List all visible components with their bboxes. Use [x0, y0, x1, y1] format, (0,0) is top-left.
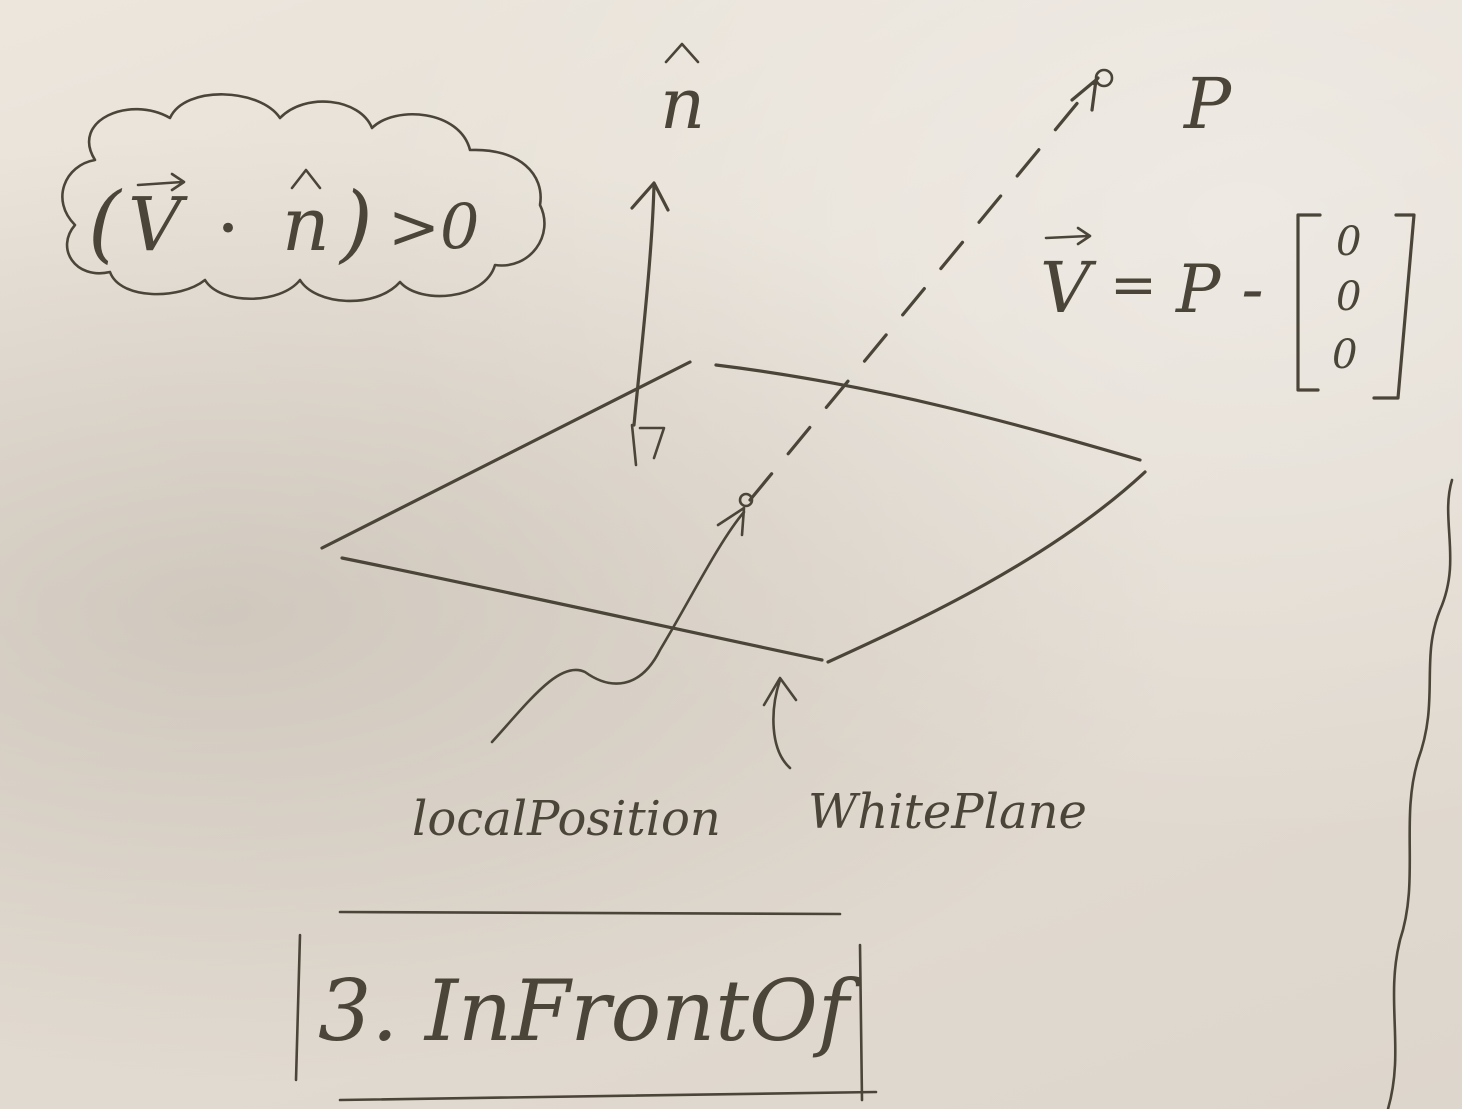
box-right — [858, 943, 864, 1102]
white-plane-label: WhitePlane — [808, 784, 1087, 840]
dot-operator: • — [218, 209, 238, 249]
normal-hat-icon — [664, 42, 700, 64]
thought-cloud — [61, 93, 546, 303]
vector-component-2: 0 — [1332, 332, 1357, 378]
point-label: P — [1182, 63, 1233, 145]
equation: V = P - 0 0 0 — [1040, 213, 1416, 400]
vector-component-1: 0 — [1336, 274, 1361, 320]
box-bottom — [338, 1090, 878, 1102]
wavy-pointer — [490, 510, 746, 744]
wavy-arrowhead-icon — [716, 506, 746, 537]
normal-label: n — [660, 63, 705, 145]
box-top — [338, 910, 842, 916]
plane-left-edge — [320, 360, 692, 550]
box-left — [294, 933, 302, 1082]
right-angle-mark-icon — [638, 426, 666, 460]
page-divider-line — [1386, 478, 1454, 1109]
eq-vector-arrow-icon — [1044, 226, 1092, 246]
local-position-pointer: localPosition — [412, 506, 746, 847]
right-bracket — [1372, 213, 1416, 400]
eq-equals: = — [1110, 253, 1157, 318]
inequality: ( V • n ) >0 — [88, 168, 479, 272]
position-ray: P — [738, 63, 1233, 508]
open-paren: ( — [88, 174, 123, 272]
plane-right-edge — [826, 470, 1147, 664]
vector-arrow-icon — [136, 172, 186, 192]
plane-back-edge — [714, 363, 1142, 462]
eq-p-minus: P - — [1175, 251, 1264, 328]
white-plane-pointer: WhitePlane — [762, 676, 1087, 840]
hat-icon — [290, 168, 322, 190]
plane-pointer-arrowhead-icon — [762, 676, 798, 707]
plane-pointer-shaft — [772, 678, 792, 770]
v-symbol: V — [128, 182, 188, 268]
white-plane — [320, 360, 1147, 664]
normal-vector: n — [630, 42, 705, 467]
n-symbol: n — [282, 182, 330, 268]
normal-arrow-shaft — [632, 183, 656, 427]
vector-component-0: 0 — [1336, 219, 1361, 265]
eq-v-symbol: V — [1040, 247, 1097, 329]
local-position-label: localPosition — [412, 791, 721, 847]
dashed-ray — [748, 76, 1100, 502]
section-title-box: 3. InFrontOf — [294, 910, 878, 1102]
normal-arrowhead-icon — [630, 181, 670, 212]
greater-than-zero: >0 — [388, 190, 479, 263]
point-p-marker — [1094, 68, 1114, 88]
local-position-marker — [738, 492, 754, 508]
left-bracket — [1296, 213, 1322, 392]
section-title: 3. InFrontOf — [318, 962, 862, 1060]
close-paren: ) — [338, 174, 373, 272]
plane-front-edge — [340, 556, 824, 662]
